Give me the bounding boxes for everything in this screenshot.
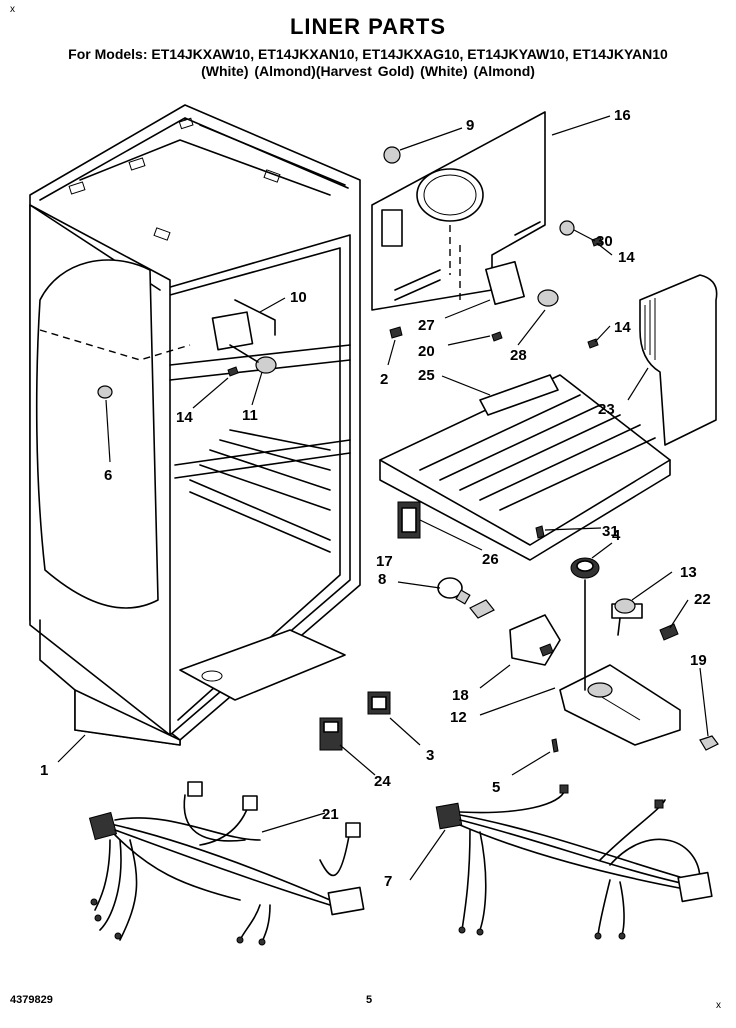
callout-26: 26 — [482, 551, 499, 568]
callout-10: 10 — [290, 289, 307, 306]
screw-31 — [535, 525, 545, 539]
grommet-9 — [383, 146, 401, 164]
callout-14b: 14 — [618, 249, 635, 266]
callout-16: 16 — [614, 107, 631, 124]
callout-4: 4 — [612, 527, 621, 544]
callout-27: 27 — [418, 317, 435, 334]
clip-19 — [699, 735, 719, 751]
callout-19: 19 — [690, 652, 707, 669]
light-shield-18 — [509, 614, 561, 666]
callout-17: 17 — [376, 553, 393, 570]
callout-25: 25 — [418, 367, 435, 384]
callout-30: 30 — [596, 233, 613, 250]
callout-31: 31 — [602, 523, 619, 540]
knob-4 — [570, 557, 600, 579]
page-title: LINER PARTS — [289, 14, 447, 39]
evaporator-cover-panel — [371, 111, 603, 342]
color-list: (White) (Almond)(Harvest Gold) (White) (… — [201, 63, 535, 79]
callout-labels: 1 2 3 4 5 6 7 8 9 10 11 12 13 14 14 14 1… — [40, 107, 711, 890]
callout-28: 28 — [510, 347, 527, 364]
connector-24 — [319, 717, 343, 751]
callout-leaders — [57, 115, 709, 881]
corner-mark-bottom: x — [716, 1000, 721, 1011]
control-housing-12 — [559, 579, 681, 746]
light-bulb-17 — [437, 577, 471, 605]
connector-3 — [367, 691, 391, 715]
thermostat-13 — [611, 598, 643, 636]
callout-23: 23 — [598, 401, 615, 418]
callout-18: 18 — [452, 687, 469, 704]
callout-14a: 14 — [176, 409, 193, 426]
screw-14-panel — [591, 236, 603, 247]
callout-2: 2 — [380, 371, 388, 388]
damper-control-assembly — [211, 299, 277, 374]
callout-7: 7 — [384, 873, 392, 890]
air-duct — [639, 274, 718, 446]
socket-8 — [469, 599, 495, 619]
evaporator-shelf — [379, 338, 671, 561]
screw-20 — [491, 331, 503, 342]
callout-13: 13 — [680, 564, 697, 581]
nut-30 — [559, 220, 575, 236]
callout-14c: 14 — [614, 319, 631, 336]
corner-mark-top: x — [10, 4, 15, 15]
switch-26 — [397, 501, 421, 539]
callout-12: 12 — [450, 709, 467, 726]
callout-24: 24 — [374, 773, 391, 790]
callout-5: 5 — [492, 779, 500, 796]
callout-1: 1 — [40, 762, 48, 779]
wire-harness-21 — [88, 781, 365, 946]
liner-shelf-rails — [189, 429, 331, 553]
page-number: 5 — [366, 994, 373, 1006]
clip-2 — [389, 326, 403, 339]
callout-9: 9 — [466, 117, 474, 134]
screw-5 — [551, 738, 559, 753]
plug-28 — [537, 289, 559, 307]
connector-22 — [659, 623, 679, 641]
callout-22: 22 — [694, 591, 711, 608]
wire-harness-7 — [435, 784, 713, 940]
callout-8: 8 — [378, 571, 386, 588]
callout-11: 11 — [242, 407, 258, 424]
callout-20: 20 — [418, 343, 435, 360]
model-list: For Models: ET14JKXAW10, ET14JKXAN10, ET… — [68, 46, 668, 62]
screw-liner — [227, 366, 239, 377]
document-number: 4379829 — [10, 994, 53, 1006]
callout-21: 21 — [322, 806, 339, 823]
refrigerator-liner — [29, 104, 361, 746]
callout-6: 6 — [104, 467, 112, 484]
liner-plug — [97, 385, 113, 399]
callout-3: 3 — [426, 747, 434, 764]
